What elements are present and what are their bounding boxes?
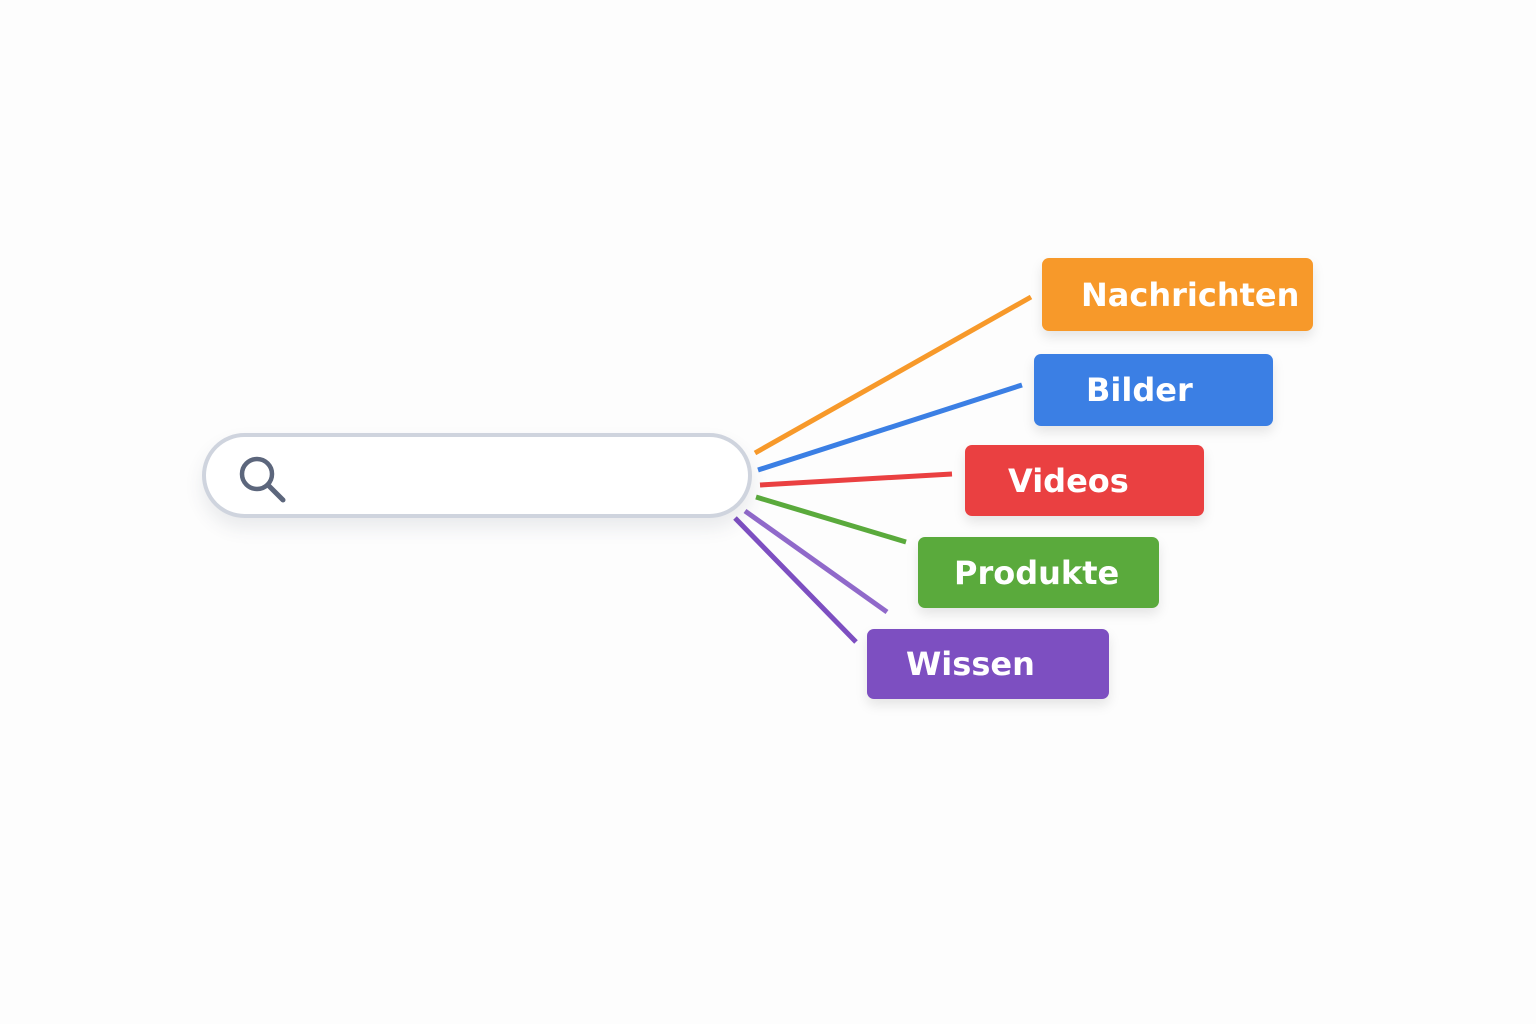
category-bilder[interactable]: Bilder bbox=[1034, 354, 1273, 426]
connector-line-bilder bbox=[757, 382, 1023, 473]
search-input[interactable] bbox=[302, 455, 726, 501]
category-label-nachrichten: Nachrichten bbox=[1081, 275, 1300, 314]
category-wissen[interactable]: Wissen bbox=[867, 629, 1109, 699]
search-icon bbox=[239, 456, 286, 503]
connector-line-nachrichten bbox=[753, 294, 1033, 456]
category-label-wissen: Wissen bbox=[906, 645, 1035, 683]
category-nachrichten[interactable]: Nachrichten bbox=[1042, 258, 1313, 331]
category-label-produkte: Produkte bbox=[954, 553, 1120, 592]
category-produkte[interactable]: Produkte bbox=[918, 537, 1159, 608]
category-videos[interactable]: Videos bbox=[965, 445, 1204, 516]
search-icon-lens bbox=[239, 456, 275, 492]
search-icon-handle bbox=[265, 482, 286, 503]
connector-line-produkte bbox=[755, 494, 907, 545]
connector-line-wissen bbox=[733, 516, 858, 644]
search-bar[interactable] bbox=[202, 433, 752, 518]
connector-line-videos bbox=[759, 471, 953, 488]
category-label-videos: Videos bbox=[1008, 461, 1129, 500]
connector-line-wissen-outer bbox=[743, 508, 889, 615]
category-label-bilder: Bilder bbox=[1086, 371, 1193, 409]
